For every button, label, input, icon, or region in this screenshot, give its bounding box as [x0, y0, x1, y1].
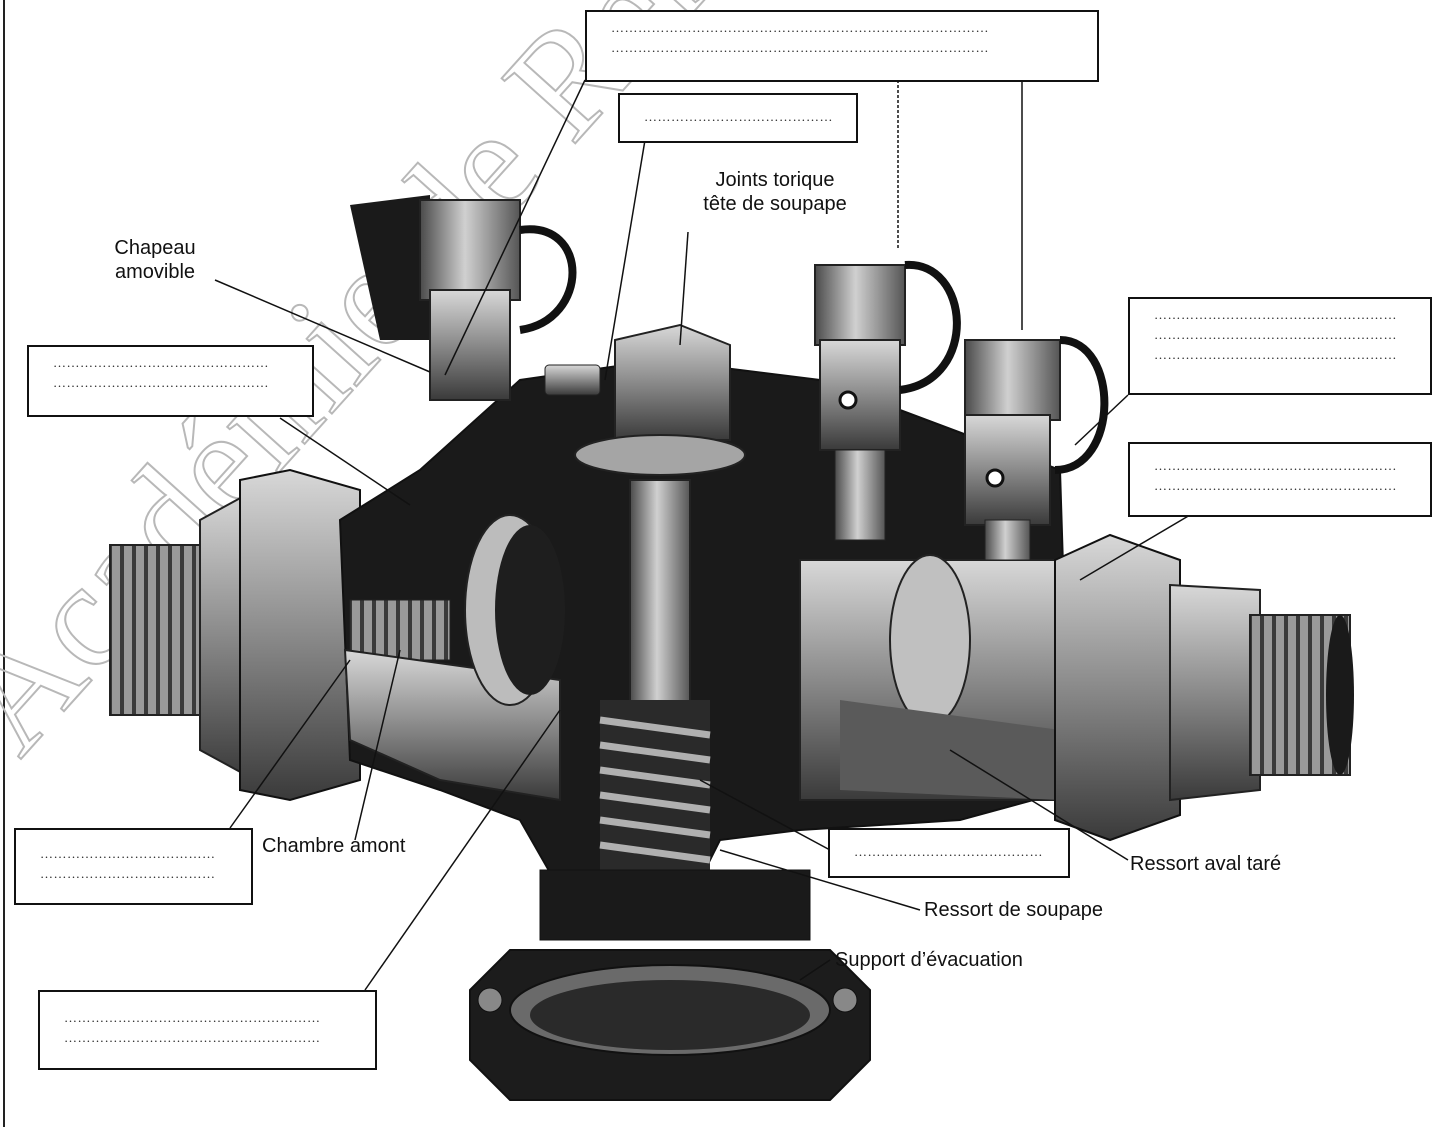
- right-nut: [1054, 533, 1181, 842]
- blank-box-right-middle[interactable]: ……………………………………………… ………………………………………………: [1128, 442, 1432, 517]
- label-ressort-aval: Ressort aval taré: [1130, 853, 1282, 875]
- dotted-line: ………………………………………………: [1154, 307, 1397, 322]
- label-chambre-amont: Chambre amont: [262, 835, 406, 857]
- dotted-line: …………………………………………………: [64, 1010, 321, 1025]
- leader-joints: [679, 231, 689, 346]
- dotted-line: …………………………………: [40, 866, 216, 881]
- leader-left-lower: [229, 659, 351, 829]
- dotted-line: …………………………………………………………………………: [611, 40, 989, 55]
- valve-stem: [629, 479, 691, 741]
- blank-box-bottom-left[interactable]: ………………………………………………… …………………………………………………: [38, 990, 377, 1070]
- test-cap-right: [964, 336, 1109, 561]
- leader-ressort-aval: [949, 749, 1129, 861]
- blank-box-bottom-center[interactable]: ……………………………………: [828, 828, 1070, 878]
- label-line: Joints torique: [715, 169, 835, 191]
- dotted-line: ………………………………………………: [1154, 478, 1397, 493]
- label-joints-torique: Joints torique tête de soupape: [690, 168, 860, 216]
- blank-box-top-small[interactable]: ……………………………………: [618, 93, 858, 143]
- valve-spring: [599, 700, 711, 880]
- dotted-line: ………………………………………………: [1154, 347, 1397, 362]
- label-support-evacuation: Support d’évacuation: [835, 949, 1023, 971]
- test-cap-middle: [814, 260, 961, 541]
- label-ressort-soupape: Ressort de soupape: [924, 899, 1104, 921]
- valve-body: [109, 195, 1354, 1101]
- test-cap-left: [350, 195, 577, 401]
- label-line: tête de soupape: [703, 193, 847, 215]
- leader-top-wide: [444, 79, 586, 376]
- dotted-line: …………………………………: [40, 846, 216, 861]
- label-line: Chapeau: [114, 237, 196, 259]
- leader-right-upper: [1074, 394, 1129, 446]
- dotted-line: ………………………………………………: [1154, 458, 1397, 473]
- label-chapeau-amovible: Chapeau amovible: [100, 236, 210, 284]
- dotted-line: …………………………………………: [53, 355, 269, 370]
- dotted-line: …………………………………………………………………………: [611, 20, 989, 35]
- leader-lines: [214, 79, 1191, 991]
- leader-right-middle: [1079, 514, 1191, 581]
- dotted-line: ……………………………………: [854, 844, 1043, 859]
- dotted-line: …………………………………………: [53, 375, 269, 390]
- leader-bottom-center: [699, 779, 831, 851]
- blank-box-left-lower[interactable]: ………………………………… …………………………………: [14, 828, 253, 905]
- blank-box-right-upper[interactable]: ……………………………………………… ……………………………………………… ………: [1128, 297, 1432, 395]
- dotted-line: ………………………………………………: [1154, 327, 1397, 342]
- leader-ressort-soupape: [719, 849, 921, 911]
- dotted-line: …………………………………………………: [64, 1030, 321, 1045]
- blank-box-left-upper[interactable]: ………………………………………… …………………………………………: [27, 345, 314, 417]
- leader-chapeau: [214, 279, 431, 373]
- leader-bottom-left: [364, 709, 561, 991]
- drain-support: [469, 869, 871, 1101]
- leader-support: [799, 959, 831, 981]
- leader-chambre-amont: [354, 649, 401, 841]
- leader-left-upper: [279, 417, 411, 506]
- dotted-line: ……………………………………: [644, 109, 833, 124]
- page-border: [3, 0, 5, 1127]
- leader-top-small: [604, 139, 646, 381]
- blank-box-top-wide[interactable]: ………………………………………………………………………… ………………………………: [585, 10, 1099, 82]
- label-line: amovible: [114, 261, 196, 283]
